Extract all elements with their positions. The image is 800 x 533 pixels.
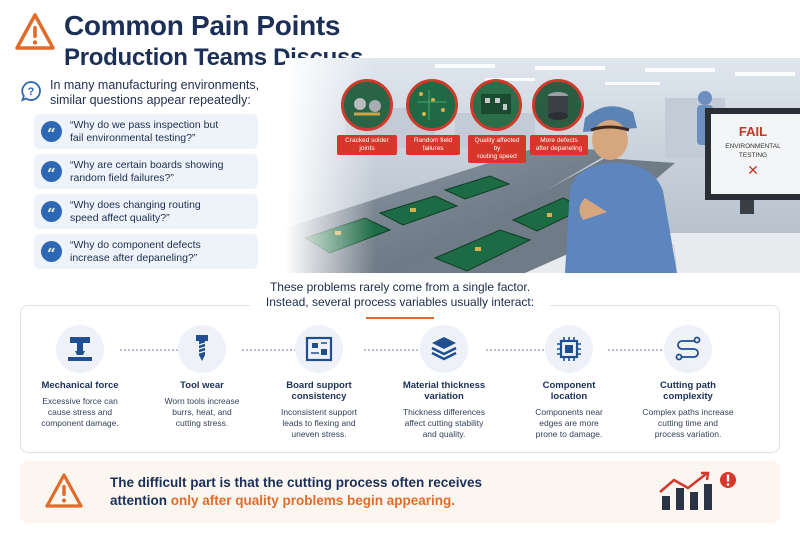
page-title: Common Pain Points — [64, 10, 341, 41]
declining-chart-alert-icon — [659, 471, 736, 510]
factor-cutting-path — [664, 325, 712, 373]
solder-joint-closeup-icon — [341, 79, 393, 131]
factor-mechanical-force — [56, 325, 104, 373]
warning-icon — [45, 473, 83, 508]
quote-icon: “ — [41, 241, 62, 263]
press-icon — [68, 337, 92, 361]
quote-icon: “ — [41, 161, 62, 183]
connector — [608, 349, 666, 351]
warning-icon — [15, 13, 55, 50]
capacitor-closeup-icon — [532, 79, 584, 131]
summary-line-1: These problems rarely come from a single… — [250, 280, 550, 294]
circuit-board-icon — [305, 336, 333, 362]
connector — [486, 349, 544, 351]
path-icon — [675, 336, 701, 361]
factor-title: Tool wear — [180, 380, 224, 391]
monitor-x-mark: ✕ — [747, 163, 759, 179]
intro-text: In many manufacturing environments, simi… — [50, 78, 260, 107]
monitor-line2: ENVIRONMENTAL — [725, 143, 781, 150]
factor-material-thickness — [420, 325, 468, 373]
summary-underline — [366, 317, 434, 319]
key-insight-banner — [20, 461, 780, 523]
layers-icon — [431, 337, 457, 361]
connector — [364, 349, 422, 351]
summary-line-2: Instead, several process variables usual… — [250, 295, 550, 309]
question-bubble-icon: ? — [21, 81, 41, 102]
pcb-closeup-icon — [406, 79, 458, 131]
quote-icon: “ — [41, 121, 62, 143]
monitor-fail-text: FAIL — [739, 124, 767, 139]
routed-board-closeup-icon — [470, 79, 522, 131]
drill-bit-icon — [196, 335, 208, 361]
quote-icon: “ — [41, 201, 62, 223]
factor-tool-wear — [178, 325, 226, 373]
svg-text:?: ? — [28, 86, 35, 98]
insight-line-2: attention only after quality problems be… — [110, 493, 456, 508]
monitor-line3: TESTING — [739, 152, 767, 159]
factor-board-support — [295, 325, 343, 373]
factor-title: Mechanical force — [41, 380, 119, 391]
connector — [120, 349, 178, 351]
connector — [242, 349, 300, 351]
factor-component-location — [545, 325, 593, 373]
chip-icon — [557, 337, 581, 361]
insight-line-1: The difficult part is that the cutting p… — [110, 475, 483, 490]
